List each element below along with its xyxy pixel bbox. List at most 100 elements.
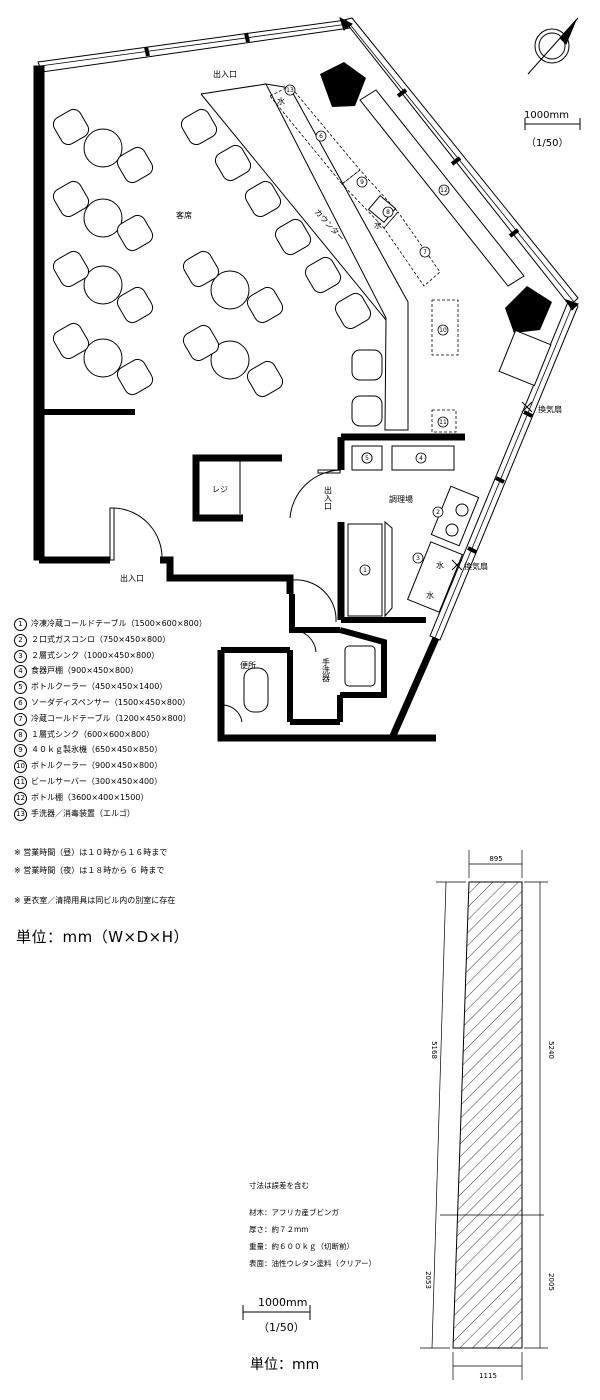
label-vent-1: 換気扇 [538,404,562,414]
legend-item: 10 ボトルクーラー（900×450×800） [14,758,314,774]
svg-text:1: 1 [363,567,367,574]
legend-text: ソーダディスペンサー（1500×450×800） [31,697,191,707]
scale-bar-top [524,118,581,130]
label-water-2: 水 [436,560,444,570]
board-note-5: 表面：油性ウレタン塗料（クリアー） [249,1259,377,1268]
note-3: ※ 更衣室／清掃用具は同ビル内の別室に存在 [14,896,176,905]
board-notes: 寸法は誤差を含む 材木：アフリカ産ブビンガ 厚さ：約７２mm 重量：約６００ｋｇ… [249,1177,376,1272]
legend-item: 3 ２層式シンク（1000×450×800） [14,648,314,664]
unit-board: 単位：mm [250,1357,320,1373]
board-note-1: 寸法は誤差を含む [249,1181,309,1190]
label-entrance-kitchen: 出入口 [324,485,333,510]
legend-text: ２層式シンク（1000×450×800） [31,650,160,660]
board-note-2: 材木：アフリカ産ブビンガ [249,1208,339,1217]
window-wall [37,17,579,641]
legend-number: 13 [14,807,27,821]
legend-number: 5 [14,681,27,695]
label-entrance-top: 出入口 [213,69,237,79]
board-note-4: 重量：約６００ｋｇ（切断前） [249,1242,354,1251]
label-register: レジ [212,485,228,494]
legend-text: 手洗器／消毒装置（エルゴ） [31,808,135,818]
seating-tables [52,108,383,427]
board-dim-left-lower: 2053 [424,1271,432,1289]
board-dim-right-upper: 5240 [547,1041,555,1059]
legend-number: 12 [14,791,27,805]
label-water-3: 水 [426,590,434,600]
notes: ※ 営業時間（昼）は１０時から１６時まで ※ 営業時間（夜）は１８時から ６ 時… [14,844,175,910]
compass-icon [527,17,579,75]
legend-item: 1 冷凍冷蔵コールドテーブル（1500×600×800） [14,616,314,632]
scale-label-top: 1000mm [524,110,569,121]
board-dim-top: 895 [489,855,502,863]
label-water-4: 水 [277,96,285,106]
bar-counter [200,83,409,431]
svg-text:8: 8 [386,209,390,216]
legend-item: 2 ２口式ガスコンロ（750×450×800） [14,632,314,648]
legend-item: 12 ボトル棚（3600×400×1500） [14,790,314,806]
label-toilet: 便所 [240,660,256,670]
pillar-right [505,286,552,333]
board-drawing: 895 1115 5168 2053 5240 2005 [420,850,555,1380]
board-dim-left-upper: 5168 [430,1041,438,1059]
label-vent-2: 換気扇 [464,561,488,571]
legend-number: 1 [14,618,27,631]
legend-text: ボトルクーラー（900×450×800） [31,761,163,771]
scale-bar-bottom [242,1305,311,1320]
legend-item: 7 冷蔵コールドテーブル（1200×450×800） [14,711,314,727]
equipment-legend: 1 冷凍冷蔵コールドテーブル（1500×600×800） 2 ２口式ガスコンロ（750… [14,616,314,821]
note-2: ※ 営業時間（夜）は１８時から ６ 時まで [14,866,165,875]
legend-item: 8 １層式シンク（600×600×800） [14,727,314,743]
label-seating: 客席 [176,210,192,220]
legend-item: 6 ソーダディスペンサー（1500×450×800） [14,695,314,711]
svg-text:3: 3 [416,555,420,562]
legend-item: 11 ビールサーバー（300×450×400） [14,774,314,790]
label-water-1: 水 [374,220,382,230]
legend-number: 3 [14,649,27,663]
legend-number: 11 [14,775,27,789]
legend-item: 5 ボトルクーラー（450×450×1400） [14,679,314,695]
svg-text:10: 10 [439,327,447,334]
legend-item: 13 手洗器／消毒装置（エルゴ） [14,806,314,822]
label-handwash: 手洗器 [322,657,331,683]
svg-text:6: 6 [319,133,323,140]
scale-label-bottom: 1000mm [258,1296,307,1309]
legend-text: 冷蔵コールドテーブル（1200×450×800） [31,713,191,723]
legend-number: 9 [14,744,27,758]
board-note-3: 厚さ：約７２mm [249,1225,309,1234]
legend-number: 4 [14,665,27,679]
back-bar [269,85,459,433]
legend-text: ボトル棚（3600×400×1500） [31,792,149,802]
legend-text: 食器戸棚（900×450×800） [31,666,139,676]
scale-ratio-bottom: （1/50） [258,1321,305,1334]
legend-text: ２口式ガスコンロ（750×450×800） [31,634,171,644]
vent-fans [451,401,533,571]
legend-number: 8 [14,728,27,742]
label-kitchen: 調理場 [389,494,413,504]
legend-number: 7 [14,712,27,726]
legend-text: ビールサーバー（300×450×400） [31,776,163,786]
note-1: ※ 営業時間（昼）は１０時から１６時まで [14,848,168,857]
svg-text:9: 9 [360,179,364,186]
legend-text: １層式シンク（600×600×800） [31,729,155,739]
legend-text: ボトルクーラー（450×450×1400） [31,682,168,692]
svg-text:4: 4 [419,455,423,462]
unit-main: 単位：mm（W×D×H） [16,928,190,946]
board-dim-bottom: 1115 [479,1372,497,1380]
legend-text: 冷凍冷蔵コールドテーブル（1500×600×800） [31,619,207,628]
doors [109,458,342,723]
legend-number: 6 [14,696,27,710]
svg-text:11: 11 [439,419,447,426]
svg-text:12: 12 [440,187,448,194]
board-shape [452,881,523,1349]
legend-number: 2 [14,633,27,647]
board-dim-right-lower: 2005 [547,1273,555,1291]
svg-text:7: 7 [423,249,427,256]
svg-text:2: 2 [436,509,440,516]
svg-text:5: 5 [365,455,369,462]
pillar-top [320,62,366,107]
legend-number: 10 [14,760,27,774]
legend-item: 4 食器戸棚（900×450×800） [14,663,314,679]
